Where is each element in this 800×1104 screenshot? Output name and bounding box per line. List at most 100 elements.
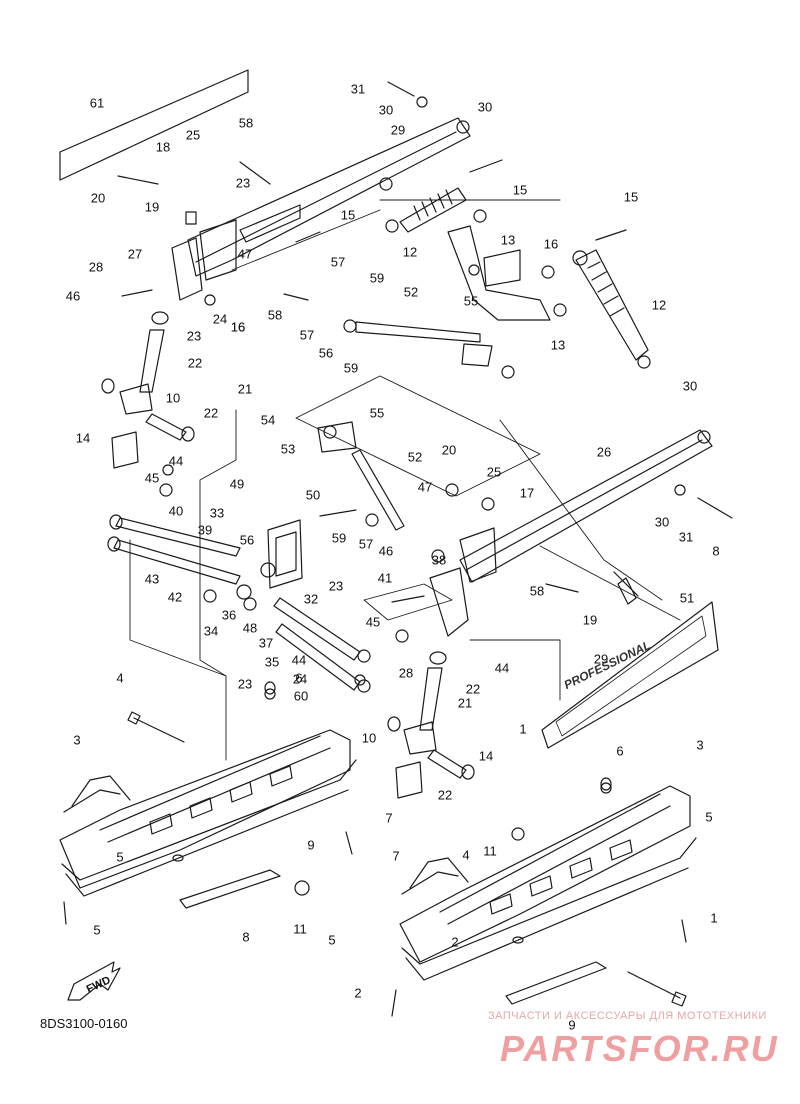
callout-22: 22 bbox=[437, 787, 453, 803]
callout-8: 8 bbox=[242, 929, 250, 945]
callout-56: 56 bbox=[239, 532, 255, 548]
decal-60 bbox=[541, 601, 719, 749]
callout-2: 2 bbox=[354, 985, 362, 1001]
callout-8: 8 bbox=[712, 543, 720, 559]
callout-16: 16 bbox=[543, 236, 559, 252]
callout-41: 41 bbox=[377, 570, 393, 586]
spindle-bracket-lower bbox=[429, 527, 497, 637]
callout-59: 59 bbox=[343, 360, 359, 376]
callout-33: 33 bbox=[209, 505, 225, 521]
collar-14-lower bbox=[395, 761, 423, 799]
callout-26: 26 bbox=[596, 444, 612, 460]
collar-14-upper bbox=[111, 431, 139, 469]
callout-19: 19 bbox=[582, 612, 598, 628]
callout-4: 4 bbox=[462, 847, 470, 863]
callout-14: 14 bbox=[75, 430, 91, 446]
callout-10: 10 bbox=[361, 730, 377, 746]
callout-54: 54 bbox=[260, 412, 276, 428]
callout-10: 10 bbox=[165, 390, 181, 406]
callout-30: 30 bbox=[654, 514, 670, 530]
callout-9: 9 bbox=[568, 1017, 576, 1033]
callout-44: 44 bbox=[168, 453, 184, 469]
lower-links bbox=[273, 597, 371, 693]
fwd-arrow-icon bbox=[67, 961, 121, 1001]
spindle-lower bbox=[387, 651, 447, 755]
callout-13: 13 bbox=[500, 232, 516, 248]
callout-46: 46 bbox=[65, 288, 81, 304]
shock-absorber-upper bbox=[385, 187, 467, 233]
frame-rail-upper bbox=[187, 117, 471, 277]
callout-21: 21 bbox=[457, 695, 473, 711]
callout-43: 43 bbox=[144, 571, 160, 587]
callout-44: 44 bbox=[291, 652, 307, 668]
callout-16: 16 bbox=[230, 319, 246, 335]
callout-24: 24 bbox=[212, 311, 228, 327]
callout-55: 55 bbox=[369, 405, 385, 421]
callout-5: 5 bbox=[705, 809, 713, 825]
callout-52: 52 bbox=[403, 284, 419, 300]
callout-45: 45 bbox=[365, 614, 381, 630]
callout-55: 55 bbox=[463, 293, 479, 309]
callout-59: 59 bbox=[369, 270, 385, 286]
callout-40: 40 bbox=[168, 503, 184, 519]
callout-27: 27 bbox=[127, 246, 143, 262]
assembly-boundary-lines bbox=[129, 199, 681, 761]
callout-22: 22 bbox=[203, 405, 219, 421]
tie-rod-upper bbox=[343, 319, 493, 367]
callout-32: 32 bbox=[303, 591, 319, 607]
callout-23: 23 bbox=[237, 676, 253, 692]
callout-17: 17 bbox=[519, 485, 535, 501]
callout-28: 28 bbox=[88, 259, 104, 275]
callout-30: 30 bbox=[378, 102, 394, 118]
bracket-48 bbox=[267, 519, 303, 589]
callout-25: 25 bbox=[185, 127, 201, 143]
callout-14: 14 bbox=[478, 748, 494, 764]
callout-50: 50 bbox=[305, 487, 321, 503]
callout-36: 36 bbox=[221, 607, 237, 623]
watermark-subtitle: ЗАПЧАСТИ И АКСЕССУАРЫ ДЛЯ МОТОТЕХНИКИ bbox=[488, 1010, 767, 1022]
callout-3: 3 bbox=[73, 732, 81, 748]
callout-35: 35 bbox=[264, 654, 280, 670]
callout-56: 56 bbox=[318, 345, 334, 361]
callout-22: 22 bbox=[465, 681, 481, 697]
callout-58: 58 bbox=[267, 307, 283, 323]
callout-12: 12 bbox=[651, 297, 667, 313]
callout-23: 23 bbox=[235, 175, 251, 191]
callout-22: 22 bbox=[187, 355, 203, 371]
callout-49: 49 bbox=[229, 476, 245, 492]
callout-7: 7 bbox=[392, 848, 400, 864]
callout-1: 1 bbox=[519, 721, 527, 737]
callout-58: 58 bbox=[529, 583, 545, 599]
shock-absorber-right bbox=[572, 249, 651, 369]
callout-38: 38 bbox=[431, 552, 447, 568]
callout-1: 1 bbox=[710, 910, 718, 926]
callout-29: 29 bbox=[390, 122, 406, 138]
watermark-logo: PARTSFOR.RU bbox=[500, 1028, 779, 1069]
callout-3: 3 bbox=[696, 737, 704, 753]
callout-15: 15 bbox=[340, 207, 356, 223]
bushing-10-upper bbox=[145, 413, 195, 442]
callout-18: 18 bbox=[155, 139, 171, 155]
callout-58: 58 bbox=[238, 115, 254, 131]
studs-5 bbox=[63, 831, 687, 1017]
callout-23: 23 bbox=[328, 578, 344, 594]
decal-61 bbox=[59, 69, 249, 181]
callout-47: 47 bbox=[237, 246, 253, 262]
callout-31: 31 bbox=[350, 81, 366, 97]
bolt-8-left bbox=[127, 711, 185, 743]
callout-42: 42 bbox=[167, 589, 183, 605]
callout-60: 60 bbox=[293, 688, 309, 704]
callout-23: 23 bbox=[186, 328, 202, 344]
callout-48: 48 bbox=[242, 620, 258, 636]
callout-6: 6 bbox=[295, 670, 303, 686]
callout-13: 13 bbox=[550, 337, 566, 353]
callout-51: 51 bbox=[679, 590, 695, 606]
callout-59: 59 bbox=[331, 530, 347, 546]
callout-28: 28 bbox=[398, 665, 414, 681]
tie-rod-lower bbox=[317, 421, 405, 531]
callout-20: 20 bbox=[441, 442, 457, 458]
mount-bracket-13 bbox=[447, 225, 551, 321]
ski-right bbox=[399, 777, 697, 1005]
